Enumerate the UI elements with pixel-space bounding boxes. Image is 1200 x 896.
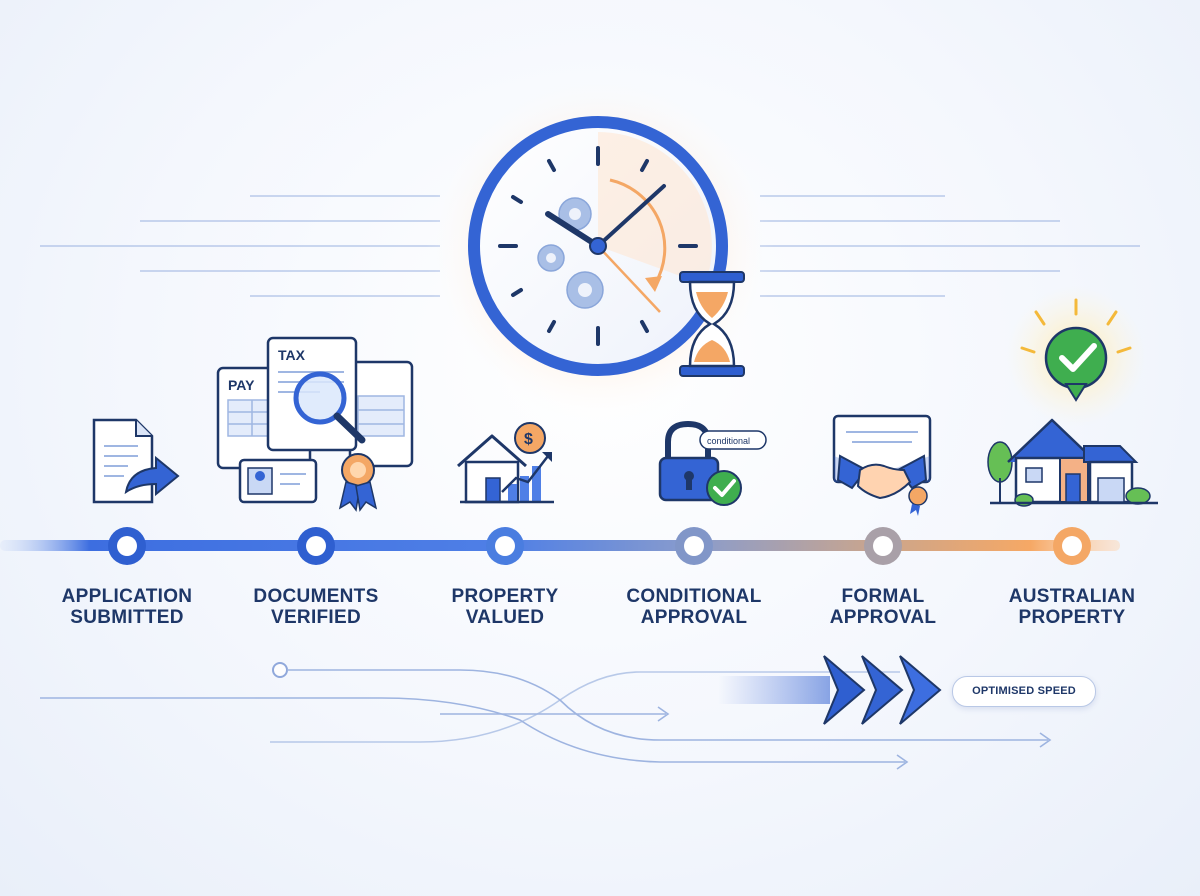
motion-lines-left [40,195,440,297]
clock-hourglass-icon [425,75,775,425]
timeline-node-center-3 [495,536,515,556]
step-label-1: APPLICATION SUBMITTED [61,586,193,628]
timeline-node-center-6 [1062,536,1082,556]
timeline-node-center-2 [306,536,326,556]
svg-text:$: $ [524,431,533,448]
timeline-node-center-1 [117,536,137,556]
step-label-6: AUSTRALIAN PROPERTY [1008,586,1136,628]
hourglass-icon [679,271,745,377]
handshake-certificate-icon [832,414,932,516]
speed-arrows-icon [718,655,942,725]
house-valuation-icon: $ [457,422,554,504]
motion-lines-right [760,195,1140,297]
flow-lines [40,662,1052,770]
step-label-5: FORMAL APPROVAL [829,586,937,628]
documents-magnifier-icon: PAY TAX [216,336,414,512]
timeline [0,527,1120,565]
pay-document-label: PAY [228,377,255,393]
step-label-2: DOCUMENTS VERIFIED [253,586,379,628]
padlock-check-icon: conditional [658,420,767,506]
timeline-node-center-4 [684,536,704,556]
timeline-node-center-5 [873,536,893,556]
step-label-3: PROPERTY VALUED [451,586,559,628]
conditional-tag: conditional [707,436,750,446]
document-send-icon [92,418,180,504]
optimised-speed-tag: OPTIMISED SPEED [952,676,1096,707]
tax-document-label: TAX [278,347,306,363]
house-checkmark-icon [987,286,1158,507]
step-label-4: CONDITIONAL APPROVAL [626,586,762,628]
